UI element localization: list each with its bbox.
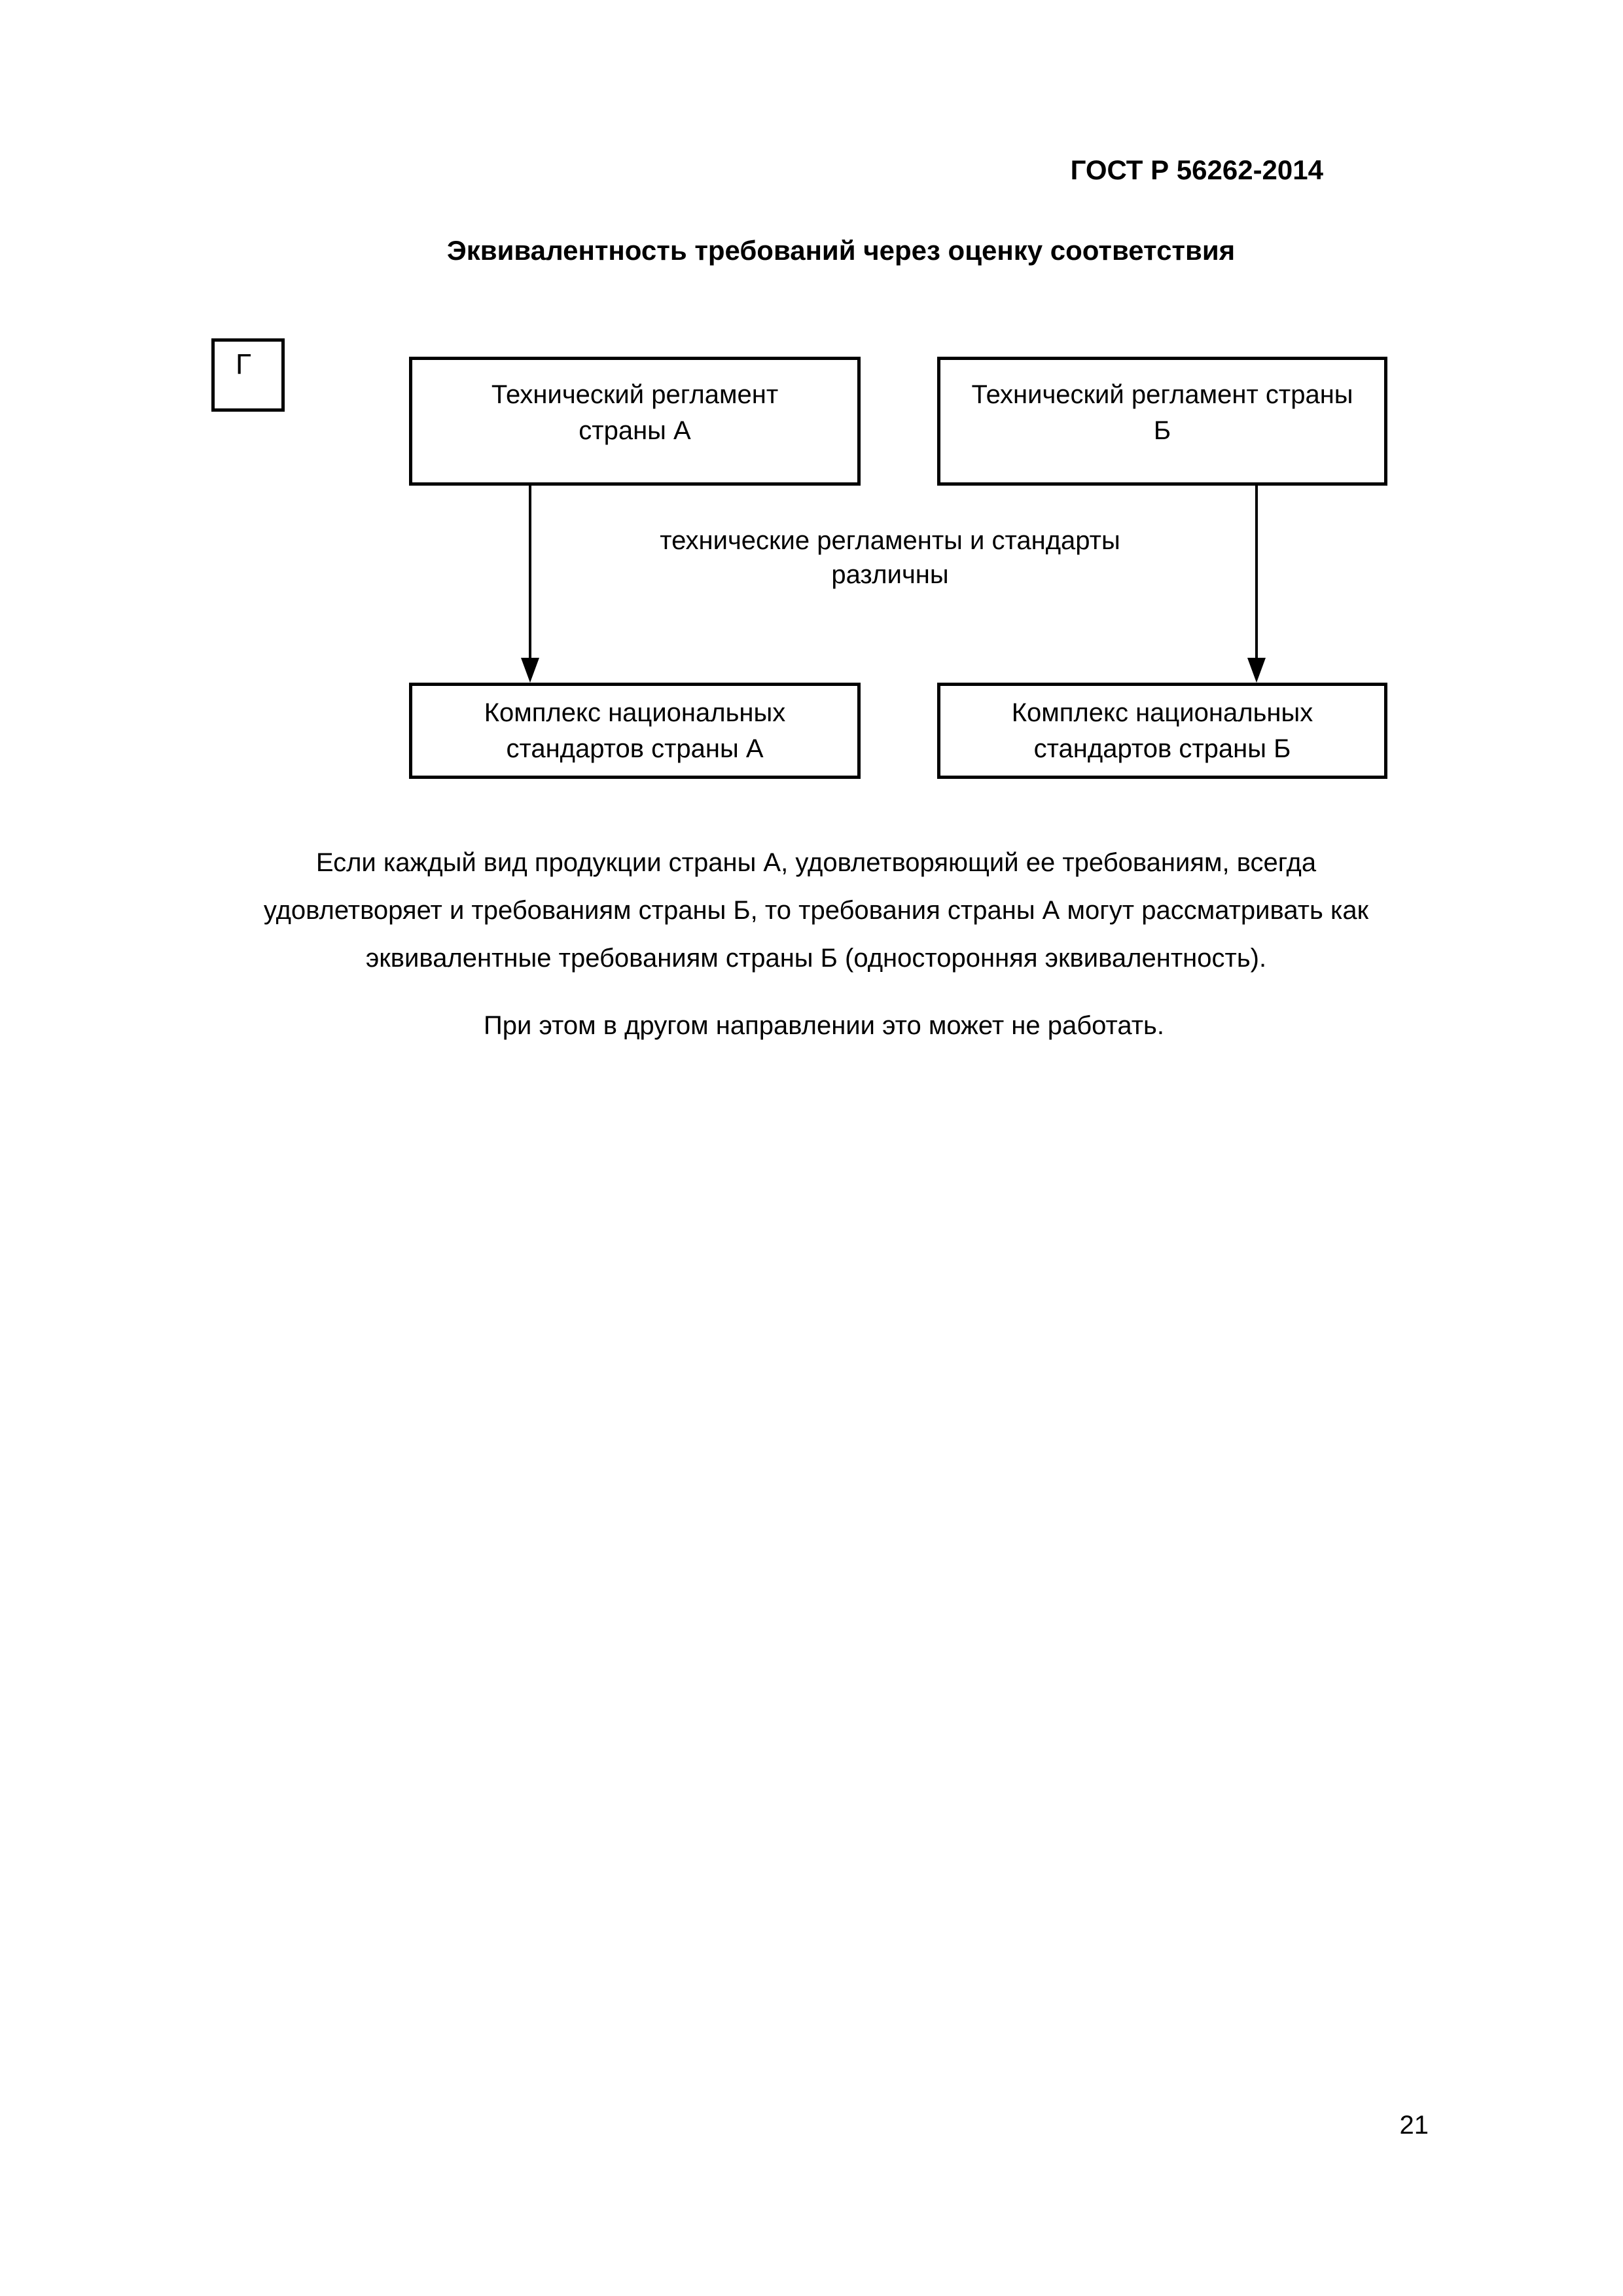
arrow-down-right-line [1255,486,1258,661]
box-tech-reg-country-a: Технический регламент страны А [409,357,861,486]
paragraph-line: Если каждый вид продукции страны А, удов… [315,848,1317,877]
arrow-down-left-head-icon [521,658,539,683]
paragraph-line: удовлетворяет и требованиям страны Б, то… [263,896,1369,925]
box-national-standards-country-a: Комплекс национальных стандартов страны … [409,683,861,779]
box-text-line: Комплекс национальных [484,698,786,727]
box-text-line: Технический регламент [491,380,779,409]
arrows-note-line: различны [831,560,949,589]
box-text-line: страны А [579,416,691,445]
box-national-standards-country-b: Комплекс национальных стандартов страны … [937,683,1387,779]
standard-code-header: ГОСТ Р 56262-2014 [1070,154,1323,185]
arrow-down-right-head-icon [1247,658,1266,683]
box-text-line: Технический регламент страны [971,380,1353,409]
box-tech-reg-country-b: Технический регламент страны Б [937,357,1387,486]
appendix-letter: Г [236,348,251,380]
arrows-note-line: технические регламенты и стандарты [660,526,1120,555]
arrow-down-left-line [529,486,531,661]
explanatory-paragraph: Если каждый вид продукции страны А, удов… [264,839,1368,982]
box-text-line: Комплекс национальных [1011,698,1313,727]
box-text-line: стандартов страны А [506,734,764,763]
page-number: 21 [1399,2111,1429,2140]
arrows-note: технические регламенты и стандарты разли… [660,524,1120,592]
box-text-line: Б [1153,416,1171,445]
appendix-letter-box: Г [211,338,285,412]
box-text-line: стандартов страны Б [1033,734,1291,763]
figure-title: Эквивалентность требований через оценку … [446,235,1236,266]
closing-sentence: При этом в другом направлении это может … [484,1011,1164,1040]
paragraph-line: эквивалентные требованиям страны Б (одно… [365,944,1267,973]
